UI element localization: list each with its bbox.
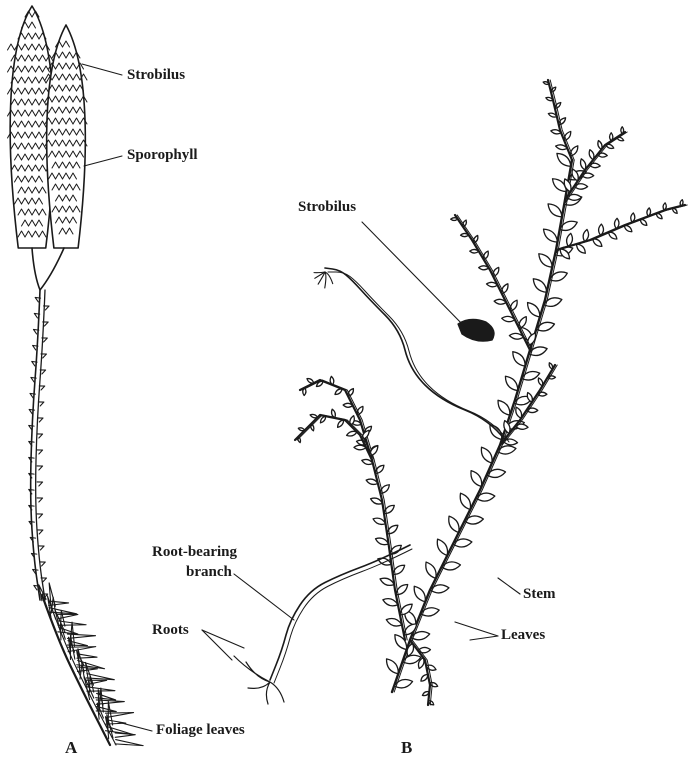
main-stem-b xyxy=(387,153,587,692)
leaf xyxy=(421,674,428,681)
peduncle-bract xyxy=(37,514,42,518)
leaf xyxy=(386,619,402,627)
peduncle-bract xyxy=(37,530,42,534)
leaf xyxy=(502,284,508,294)
sporophyll-scale xyxy=(8,44,15,50)
leaf xyxy=(387,659,399,674)
leader-roots-1 xyxy=(202,630,232,660)
rhizophore-upper-roots xyxy=(314,272,333,288)
branch-apex xyxy=(543,80,578,160)
leaf xyxy=(609,232,617,239)
peduncle-bract xyxy=(38,418,43,422)
foliage-leaves-a xyxy=(39,583,143,746)
foliage-needle xyxy=(115,733,135,737)
leaf xyxy=(376,538,389,545)
leaf xyxy=(539,254,552,267)
foliage-needle xyxy=(49,601,69,605)
foliage-needle xyxy=(68,647,96,652)
leaf xyxy=(516,407,522,418)
root-hair xyxy=(325,272,326,288)
strobilus-b-body xyxy=(458,319,494,341)
foliage-needle xyxy=(105,713,133,718)
leaf xyxy=(414,586,425,601)
label-roots: Roots xyxy=(152,623,189,639)
leaf xyxy=(380,578,394,585)
leader-foliage-leaves xyxy=(118,722,152,731)
leader-leaves-2 xyxy=(470,636,498,640)
panel-letter-b: B xyxy=(401,738,412,758)
leader-leaves-1 xyxy=(455,622,498,636)
plant-a-drawing xyxy=(8,6,144,746)
leaf xyxy=(505,376,517,390)
peduncle-bract xyxy=(29,409,34,413)
plant-b-drawing xyxy=(234,80,687,705)
creeping-stem xyxy=(42,595,110,745)
branch-base xyxy=(407,640,438,705)
peduncle-bract xyxy=(37,466,42,470)
leaf xyxy=(426,562,436,578)
branch-lower-left xyxy=(300,376,417,640)
label-stem: Stem xyxy=(523,587,556,603)
label-strobilus-a: Strobilus xyxy=(127,68,185,84)
leader-sporophyll xyxy=(84,156,122,166)
stem-line xyxy=(392,160,572,692)
branch-right xyxy=(556,200,687,259)
leader-strobilus-a xyxy=(82,64,122,75)
peduncle-bract xyxy=(37,482,42,486)
label-sporophyll: Sporophyll xyxy=(127,148,198,164)
branch-lower-left-2 xyxy=(295,409,378,460)
peduncle-bract xyxy=(39,546,44,550)
leaf xyxy=(335,389,342,395)
peduncle-bract xyxy=(37,450,42,454)
leaf xyxy=(593,239,602,247)
peduncle-bract xyxy=(37,434,42,438)
peduncle-bract xyxy=(38,402,43,406)
leaf xyxy=(383,599,398,606)
rhizophore-upper-inner xyxy=(328,272,509,442)
leaf xyxy=(437,539,447,555)
foliage-needle xyxy=(115,740,143,746)
leaf xyxy=(347,431,357,436)
leaf xyxy=(564,131,571,140)
leaf xyxy=(528,303,540,317)
leaf xyxy=(533,279,546,292)
leaf xyxy=(557,153,571,166)
leaf xyxy=(338,420,344,428)
strobilus-b xyxy=(458,319,494,341)
leaf xyxy=(548,204,562,217)
leaf xyxy=(460,493,470,509)
foliage-needle xyxy=(107,715,113,739)
leader-roots-2 xyxy=(202,630,244,648)
leaf xyxy=(577,244,586,253)
label-leader-lines xyxy=(82,64,520,731)
peduncle-bract xyxy=(37,498,42,502)
leaf xyxy=(373,518,385,524)
leaf xyxy=(513,352,525,366)
leaf xyxy=(357,406,363,414)
label-strobilus-b: Strobilus xyxy=(298,200,356,216)
leader-strobilus-b xyxy=(362,222,468,330)
leaf xyxy=(544,229,558,242)
label-root-bearing-line2: branch xyxy=(186,565,232,581)
leaf xyxy=(493,267,499,276)
rhizophore-upper xyxy=(325,268,505,440)
label-foliage-leaves: Foliage leaves xyxy=(156,723,245,739)
leaf xyxy=(449,516,459,532)
panel-letter-a: A xyxy=(65,738,77,758)
leader-stem xyxy=(498,578,520,594)
leaf xyxy=(320,416,325,423)
foliage-needle xyxy=(96,700,124,704)
root-hair xyxy=(314,272,325,273)
leaf xyxy=(481,447,492,463)
strobilus-fork xyxy=(32,248,64,290)
label-root-bearing-line1: Root-bearing xyxy=(152,545,237,561)
leaf xyxy=(498,400,510,415)
leaf xyxy=(471,471,482,487)
foliage-needle xyxy=(67,634,95,638)
label-leaves: Leaves xyxy=(501,628,545,644)
leader-root-bearing xyxy=(234,574,294,620)
